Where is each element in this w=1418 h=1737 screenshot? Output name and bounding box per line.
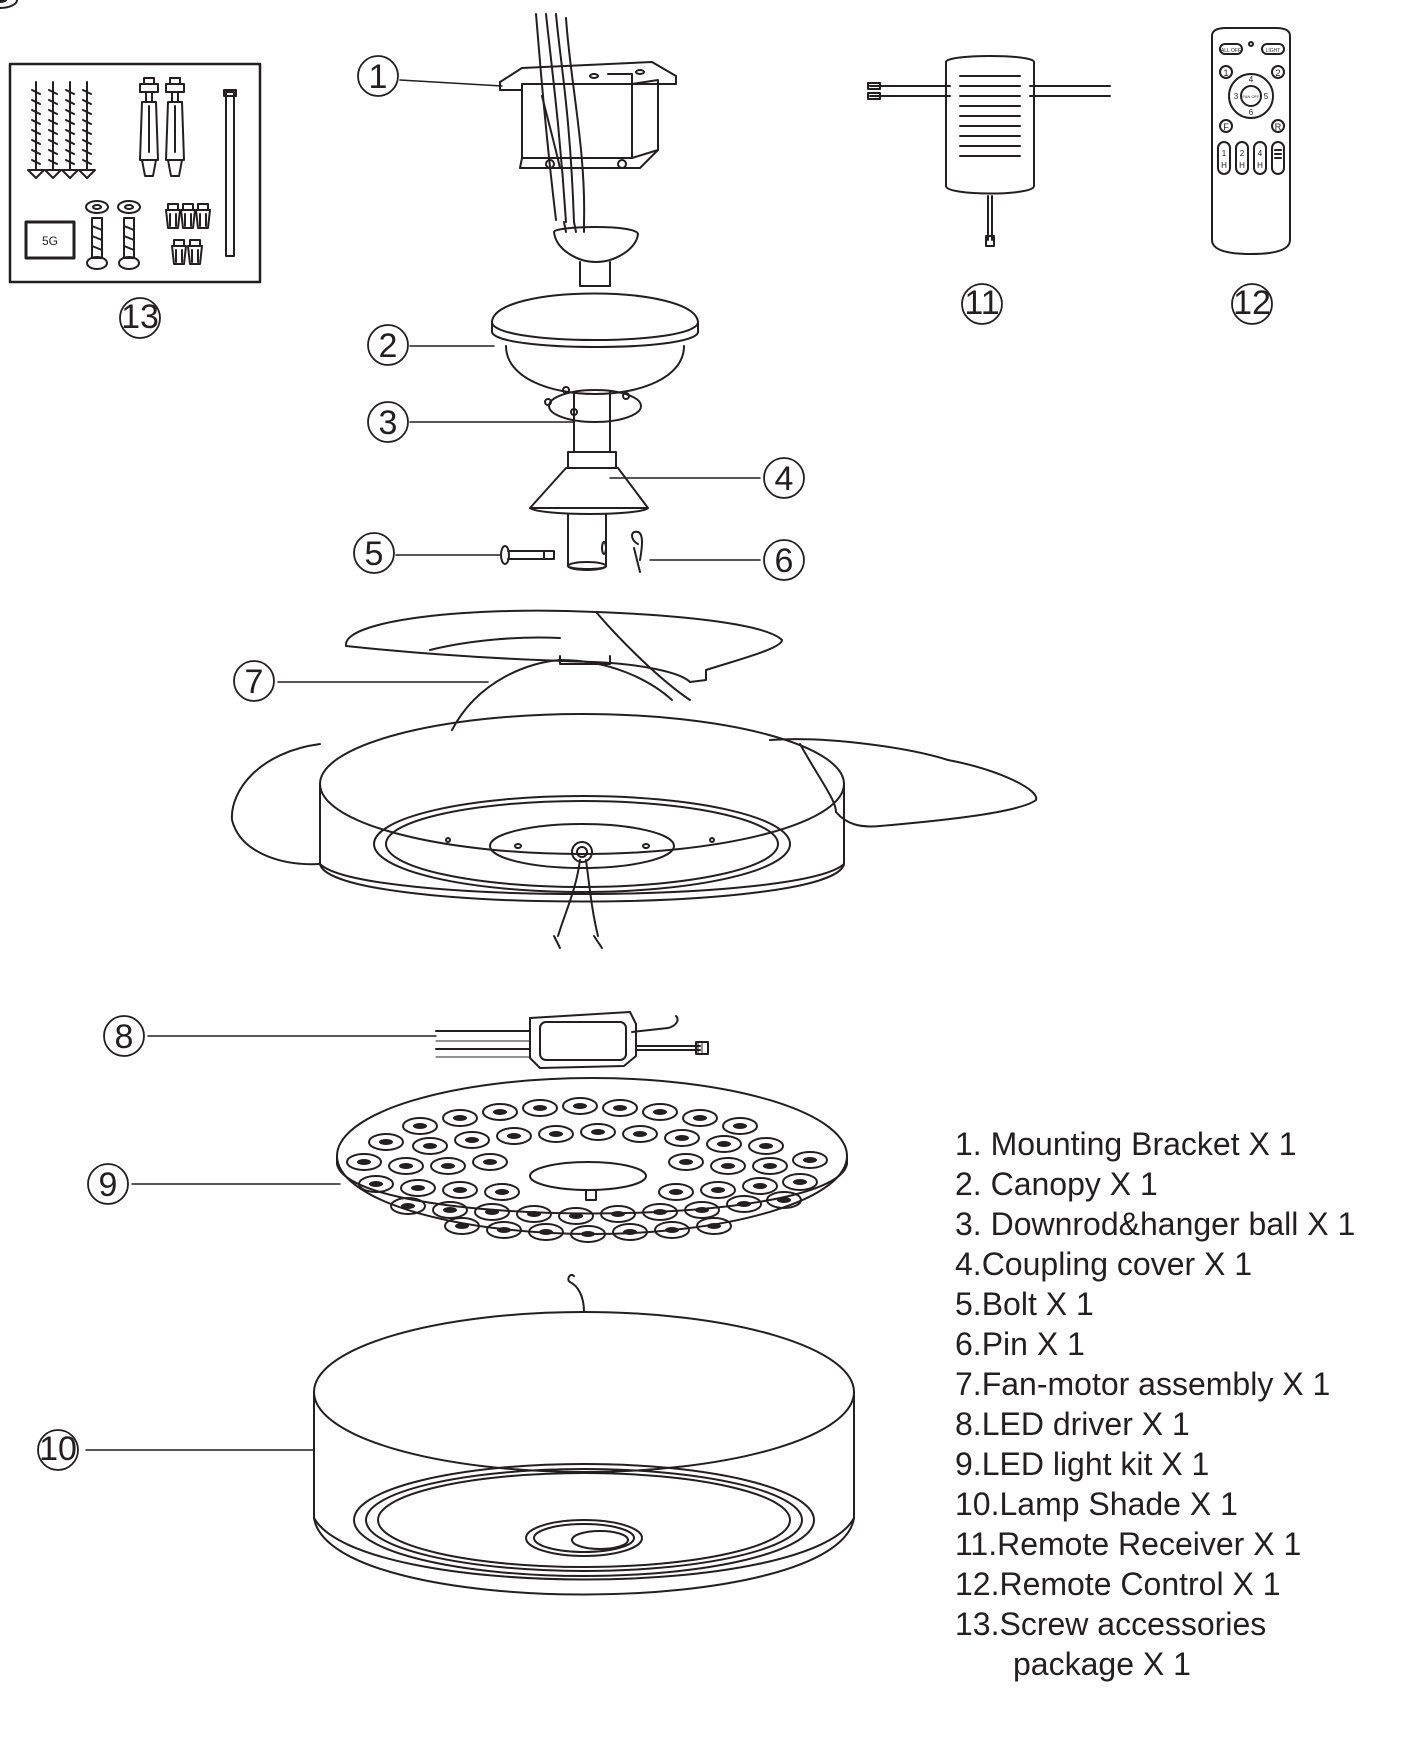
remote-pad-6: 6 [1249,108,1254,117]
svg-text:2: 2 [379,327,398,365]
parts-list-item-7: 7.Fan-motor assembly X 1 [955,1366,1331,1402]
remote-hour-1-h: H [1221,161,1227,170]
parts-list-item-13-continued: package X 1 [955,1644,1415,1684]
callout-2: 2 [367,324,409,366]
parts-list-item-5: 5.Bolt X 1 [955,1286,1094,1322]
svg-text:3: 3 [379,404,398,442]
parts-list-item-6: 6.Pin X 1 [955,1326,1085,1362]
led-array [346,1097,828,1243]
svg-text:7: 7 [245,663,264,701]
parts-list-item-4: 4.Coupling cover X 1 [955,1246,1253,1282]
svg-text:12: 12 [1233,284,1271,322]
parts-list-continuation: package X 1 [1013,1646,1191,1682]
fan-motor-assembly [230,609,1038,949]
lamp-shade [313,1273,855,1596]
remote-receiver [867,55,1111,247]
callout-markers: 1 2 3 4 5 6 7 8 9 10 11 12 13 [37,55,1273,1471]
coupling-cover [529,451,649,571]
remote-pad-5: 5 [1264,92,1269,101]
remote-all-off-label: ALL OFF [1221,48,1241,54]
callout-8: 8 [103,1015,145,1057]
remote-hour-1: 1 [1222,149,1227,158]
parts-list-item-3: 3. Downrod&hanger ball X 1 [955,1206,1356,1242]
svg-text:11: 11 [964,284,999,322]
svg-text:9: 9 [99,1166,118,1204]
accessory-tag-label: 5G [42,234,58,248]
callout-1: 1 [357,55,399,97]
callout-11: 11 [961,283,1003,325]
machine-bolts [85,200,141,270]
callout-9: 9 [87,1163,129,1205]
svg-text:6: 6 [775,542,794,580]
remote-forward-label: F [1223,122,1229,132]
bolt [500,545,555,565]
remote-hour-4: 4 [1258,149,1263,158]
svg-text:5: 5 [365,535,384,573]
remote-reverse-label: R [1275,122,1282,132]
remote-corner-2: 2 [1275,68,1280,78]
parts-list-item-9: 9.LED light kit X 1 [955,1446,1210,1482]
svg-text:10: 10 [39,1430,77,1468]
led-driver [435,1011,709,1069]
svg-text:4: 4 [775,460,794,498]
expansion-anchors [139,77,185,177]
callout-5: 5 [353,532,395,574]
remote-pad-4: 4 [1249,75,1254,84]
parts-list-item-8: 8.LED driver X 1 [955,1406,1190,1442]
callout-4: 4 [763,457,805,499]
parts-list-item-10: 10.Lamp Shade X 1 [955,1486,1238,1522]
parts-list-item-2: 2. Canopy X 1 [955,1166,1158,1202]
callout-6: 6 [763,539,805,581]
parts-list-item-12: 12.Remote Control X 1 [955,1566,1281,1602]
remote-hour-4-h: H [1257,161,1263,170]
leader-lines [85,79,761,1451]
svg-text:8: 8 [115,1018,134,1056]
pin [631,530,643,573]
parts-list-item-13: 13.Screw accessories [955,1606,1267,1642]
remote-light-label: LIGHT [1266,48,1281,54]
callout-13: 13 [119,297,161,339]
callout-10: 10 [37,1429,79,1471]
remote-pad-3: 3 [1234,92,1239,101]
rod [223,89,237,257]
accessory-tag: 5G [24,220,76,260]
remote-fan-off-label: FAN OFF [1243,94,1260,99]
parts-list-item-11: 11.Remote Receiver X 1 [955,1526,1302,1562]
svg-text:1: 1 [369,58,388,96]
parts-list: 1. Mounting Bracket X 1 2. Canopy X 1 3.… [955,1124,1415,1684]
remote-control: ALL OFF LIGHT 1 2 FAN OFF 4 3 5 6 F R 1 … [1211,27,1291,255]
mounting-bracket [499,13,677,223]
callout-7: 7 [233,660,275,702]
screw-accessories-package: 5G [8,62,262,284]
callout-3: 3 [367,401,409,443]
canopy-assembly [491,221,699,453]
led-light-kit [0,0,848,1243]
callout-12: 12 [1231,283,1273,325]
wood-screws [27,81,96,179]
remote-corner-1: 1 [1223,68,1228,78]
remote-hour-2: 2 [1240,149,1245,158]
remote-hour-2-h: H [1239,161,1245,170]
wire-nuts [165,203,211,265]
parts-list-item-1: 1. Mounting Bracket X 1 [955,1126,1297,1162]
svg-text:13: 13 [121,298,159,336]
